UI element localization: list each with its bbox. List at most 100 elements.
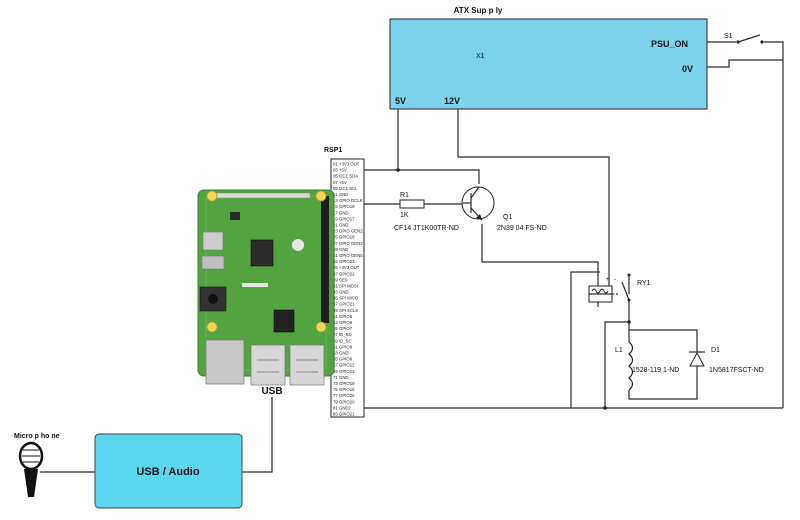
header-pin-label: 69 GPIO13 xyxy=(333,369,355,374)
switch-ref: S1 xyxy=(724,33,733,40)
transistor-body xyxy=(461,186,495,220)
switch-contact-right xyxy=(760,40,764,44)
rpi-ref: RSP1 xyxy=(324,147,342,154)
wire-relay-gnd xyxy=(570,271,600,408)
header-pin-label: 45 SPI MISO xyxy=(333,296,359,301)
header-pin-label: 43 GND xyxy=(333,290,349,295)
header-pin-label: 59 ID_SC xyxy=(333,338,352,343)
d1-part: 1N5817FSCT-ND xyxy=(709,367,764,374)
header-pin-label: 55 GPIO7 xyxy=(333,326,353,331)
wire-0v xyxy=(707,59,783,68)
psu-title: ATX Sup p ly xyxy=(454,6,503,15)
q1-ref: Q1 xyxy=(503,214,512,221)
resistor-body xyxy=(399,199,425,209)
header-pin-label: 47 GPIO21 xyxy=(333,302,355,307)
pi-camera-connector xyxy=(213,192,311,199)
r1-part: CF14 JT1K00TR-ND xyxy=(394,225,459,232)
psu-ref: X1 xyxy=(476,53,485,60)
header-pin-label: 83 GPIO21 xyxy=(333,412,355,417)
d1-ref: D1 xyxy=(711,347,720,354)
psu-pin-12v: 12V xyxy=(444,96,460,106)
junction-ground xyxy=(603,406,607,410)
pi-hdmi-port xyxy=(202,231,224,251)
header-pin-label: 13 GPIO GCLK xyxy=(333,198,363,203)
header-pin-label: 17 GND xyxy=(333,210,349,215)
header-pin-label: 09 I2C1 SCL xyxy=(333,186,358,191)
wire-coil-top xyxy=(628,322,698,342)
relay-contact-lever xyxy=(621,281,630,301)
usb-audio-label: USB / Audio xyxy=(136,466,199,478)
psu-pin-5v: 5V xyxy=(395,96,406,106)
wire-relay-out xyxy=(604,300,630,408)
pi-mount-hole-tl xyxy=(206,190,218,202)
pi-logo xyxy=(292,239,304,251)
atx-psu: ATX Sup p ly X1 5V 12V PSU_ON 0V xyxy=(389,6,708,110)
mic-label: Micro p ho ne xyxy=(14,433,60,440)
header-pin-label: 29 GND xyxy=(333,247,349,252)
emitter-arrow xyxy=(476,214,482,220)
wire-12v xyxy=(457,109,610,268)
wire-5v-header xyxy=(364,169,480,184)
header-pin-label: 77 GPIO26 xyxy=(333,393,355,398)
header-pin-label: 81 GND2 xyxy=(333,405,352,410)
pi-usb-port-2 xyxy=(289,344,325,386)
pi-usb-controller xyxy=(273,309,295,333)
relay-ry1: + - RY1 xyxy=(588,268,651,307)
wires xyxy=(364,41,784,410)
r1-value: 1K xyxy=(400,212,409,219)
usb-audio-box xyxy=(94,433,243,509)
header-pin-label: 63 GND xyxy=(333,351,349,356)
header-pin-label: 75 GPIO16 xyxy=(333,387,355,392)
pi-mount-hole-tr xyxy=(315,190,327,202)
header-pin-label: 57 ID_SD xyxy=(333,332,352,337)
psu-box xyxy=(389,18,708,110)
header-pin-label: 05 I2C1 SDA xyxy=(333,174,358,179)
pi-audio-jack-hole xyxy=(208,294,218,304)
pi-ethernet-port xyxy=(205,339,245,385)
microphone: Micro p ho ne xyxy=(14,433,60,497)
wire-coil-bottom xyxy=(628,383,698,400)
wire-q1-relay xyxy=(481,224,599,286)
pi-usb-port-1 xyxy=(250,344,286,386)
header-box xyxy=(330,158,365,418)
pi-hdmi-port-2 xyxy=(201,255,225,270)
header-pin-label: 07 +5V xyxy=(333,180,347,185)
header-pin-label: 73 GPIO19 xyxy=(333,381,355,386)
relay-contact-top xyxy=(627,273,631,277)
transistor-collector xyxy=(470,186,480,199)
wire-switch-return xyxy=(764,41,784,408)
mic-handle xyxy=(24,469,38,497)
header-pin-label: 27 GPIO GEN2 xyxy=(333,241,363,246)
header-pin-label: 19 GPIO17 xyxy=(333,216,355,221)
header-pin-label: 15 GPIO18 xyxy=(333,204,355,209)
header-pin-label: 61 GPIO9 xyxy=(333,344,353,349)
l1-ref: L1 xyxy=(615,347,623,354)
header-pin-label: 03 +5V xyxy=(333,168,347,173)
rpi-usb-label: USB xyxy=(261,386,282,397)
pi-soc-chip xyxy=(250,239,274,267)
header-pin-label: 49 SPI SCLK xyxy=(333,308,358,313)
pi-mount-hole-bl xyxy=(206,321,218,333)
header-pin-label: 53 GPIO6 xyxy=(333,320,353,325)
switch-s1: S1 xyxy=(724,33,764,44)
header-pin-label: 41 SPI MOSI xyxy=(333,283,358,288)
header-pin-label: 79 GPIO20 xyxy=(333,399,355,404)
header-pin-label: 65 GPIO6 xyxy=(333,357,353,362)
diode-d1: D1 1N5817FSCT-ND xyxy=(689,342,764,383)
header-pin-label: 11 GND xyxy=(333,192,348,197)
psu-pin-0v: 0V xyxy=(682,64,693,74)
junction-relay-out xyxy=(627,320,631,324)
header-pin-label: 31 GPIO GEN5 xyxy=(333,253,363,258)
inductor-coil xyxy=(628,341,634,391)
r1-ref: R1 xyxy=(400,192,409,199)
relay-minus: - xyxy=(614,277,616,283)
junction-5v xyxy=(396,168,400,172)
header-pin-label: 39 CE0 xyxy=(333,277,348,282)
pi-silkscreen-1 xyxy=(242,283,268,287)
pi-mount-hole-br xyxy=(315,321,327,333)
transistor-q1: Q1 2N39 04 FS-ND xyxy=(461,186,547,232)
q1-part: 2N39 04 FS-ND xyxy=(497,225,547,232)
